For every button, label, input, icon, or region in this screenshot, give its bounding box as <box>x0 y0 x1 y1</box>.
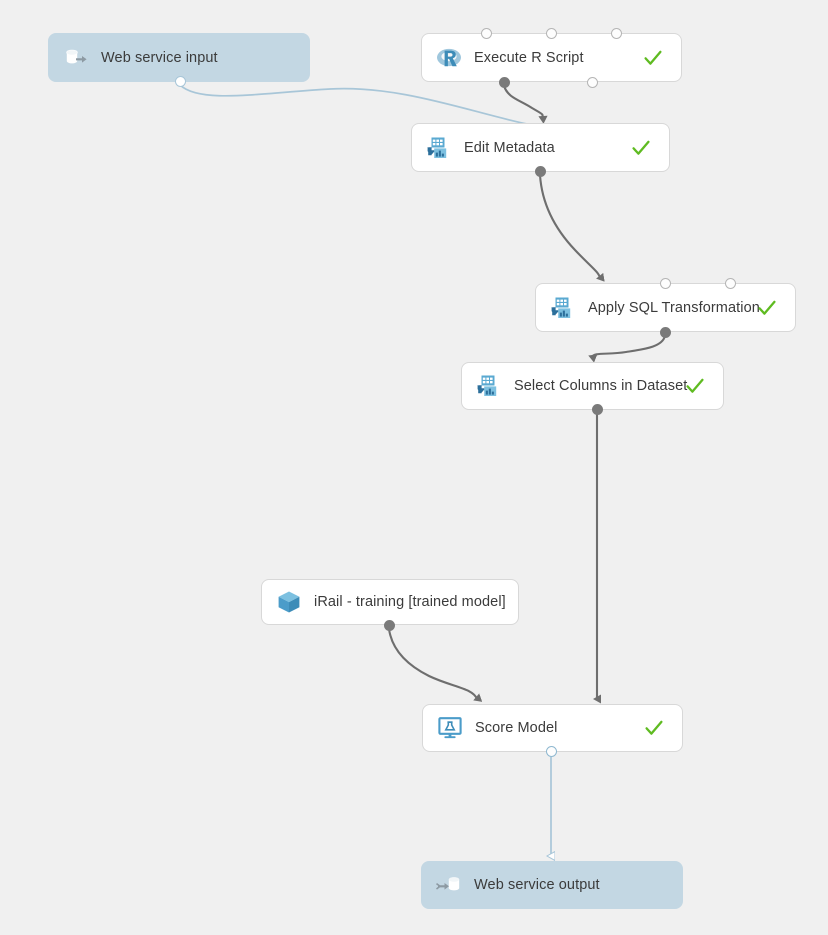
port-execute-r-script-out-2[interactable] <box>586 76 598 88</box>
port-apply-sql-in-3[interactable] <box>724 277 736 289</box>
edge-execute-r-script-to-edit-metadata[interactable] <box>503 85 548 124</box>
node-web-service-input[interactable]: Web service input <box>48 33 310 82</box>
status-check-icon <box>757 298 777 318</box>
status-check-icon <box>685 376 705 396</box>
node-label: Apply SQL Transformation <box>588 299 760 316</box>
data-transform-icon <box>476 373 502 399</box>
node-select-columns-in-dataset[interactable]: Select Columns in Dataset <box>461 362 724 410</box>
port-apply-sql-out-1[interactable] <box>659 326 671 338</box>
node-label: iRail - training [trained model] <box>314 594 506 610</box>
data-transform-icon <box>550 295 576 321</box>
node-web-service-output[interactable]: Web service output <box>421 861 683 909</box>
r-logo-icon <box>436 45 462 71</box>
port-execute-r-script-in-2[interactable] <box>545 27 557 39</box>
port-web-service-input-out[interactable] <box>174 75 186 87</box>
node-apply-sql-transformation[interactable]: Apply SQL Transformation <box>535 283 796 332</box>
edge-web-service-input-to-edit-metadata[interactable] <box>179 84 528 125</box>
node-edit-metadata[interactable]: Edit Metadata <box>411 123 670 172</box>
node-execute-r-script[interactable]: Execute R Script <box>421 33 682 82</box>
status-check-icon <box>644 718 664 738</box>
port-score-model-out-1[interactable] <box>545 745 557 757</box>
port-apply-sql-in-2[interactable] <box>659 277 671 289</box>
status-check-icon <box>631 138 651 158</box>
port-trained-model-out-1[interactable] <box>383 619 395 631</box>
node-label: Web service output <box>474 877 600 893</box>
port-execute-r-script-in-3[interactable] <box>610 27 622 39</box>
node-score-model[interactable]: Score Model <box>422 704 683 752</box>
node-label: Execute R Script <box>474 49 584 66</box>
edge-apply-sql-to-select-columns[interactable] <box>588 335 667 363</box>
port-execute-r-script-out-1[interactable] <box>498 76 510 88</box>
node-label: Select Columns in Dataset <box>514 378 688 394</box>
port-select-columns-out-1[interactable] <box>591 403 603 415</box>
node-label: Score Model <box>475 720 558 736</box>
edge-edit-metadata-to-apply-sql[interactable] <box>538 174 605 282</box>
cube-icon <box>276 589 302 615</box>
node-label: Web service input <box>101 49 218 66</box>
web-service-input-icon <box>63 45 89 71</box>
node-irail-training-trained-model[interactable]: iRail - training [trained model] <box>261 579 519 625</box>
edge-trained-model-to-score-model[interactable] <box>387 628 483 702</box>
port-execute-r-script-in-1[interactable] <box>480 27 492 39</box>
web-service-output-icon <box>436 872 462 898</box>
data-transform-icon <box>426 135 452 161</box>
port-edit-metadata-out-1[interactable] <box>534 165 546 177</box>
node-label: Edit Metadata <box>464 139 555 156</box>
score-model-icon <box>437 715 463 741</box>
status-check-icon <box>643 48 663 68</box>
